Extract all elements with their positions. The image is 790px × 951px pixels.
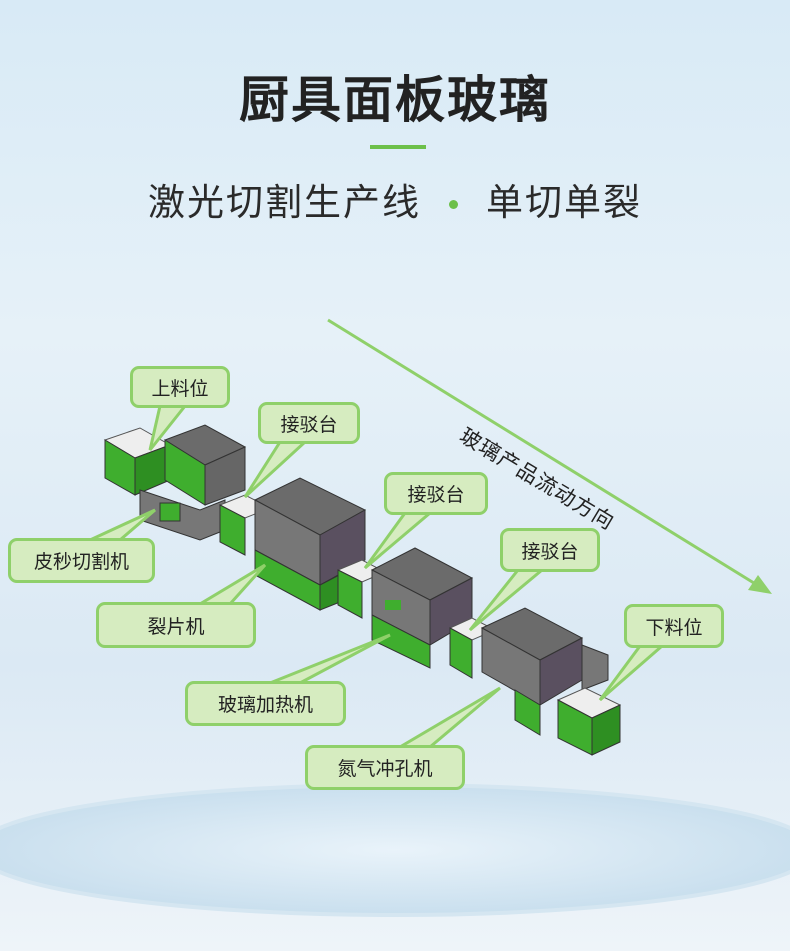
machine-glass-heater	[370, 547, 474, 669]
page-subtitle: 激光切割生产线 单切单裂	[0, 172, 790, 226]
subtitle-left: 激光切割生产线	[148, 181, 421, 224]
page-title: 厨具面板玻璃	[239, 71, 551, 129]
title-divider	[370, 145, 426, 149]
separator-dot	[449, 200, 458, 209]
subtitle-right: 单切单裂	[486, 181, 642, 224]
callout-loading: 上料位	[130, 366, 230, 408]
machine-picosecond-cutter	[139, 424, 247, 541]
callout-nitrogen-punch: 氮气冲孔机	[305, 745, 465, 790]
flow-arrow-icon	[327, 318, 772, 594]
callout-connector-2: 接驳台	[384, 472, 488, 515]
machine-nitrogen-punch	[480, 607, 609, 736]
callout-picosecond-cutter: 皮秒切割机	[8, 538, 155, 583]
callout-connector-1: 接驳台	[258, 402, 360, 444]
callout-connector-3: 接驳台	[500, 528, 600, 572]
callout-glass-heater: 玻璃加热机	[185, 681, 346, 726]
platform	[0, 783, 790, 917]
machines	[103, 424, 622, 756]
machine-unloading	[556, 687, 622, 756]
callout-unloading: 下料位	[624, 604, 724, 648]
callout-splitter: 裂片机	[96, 602, 256, 648]
machine-loading	[103, 427, 172, 496]
